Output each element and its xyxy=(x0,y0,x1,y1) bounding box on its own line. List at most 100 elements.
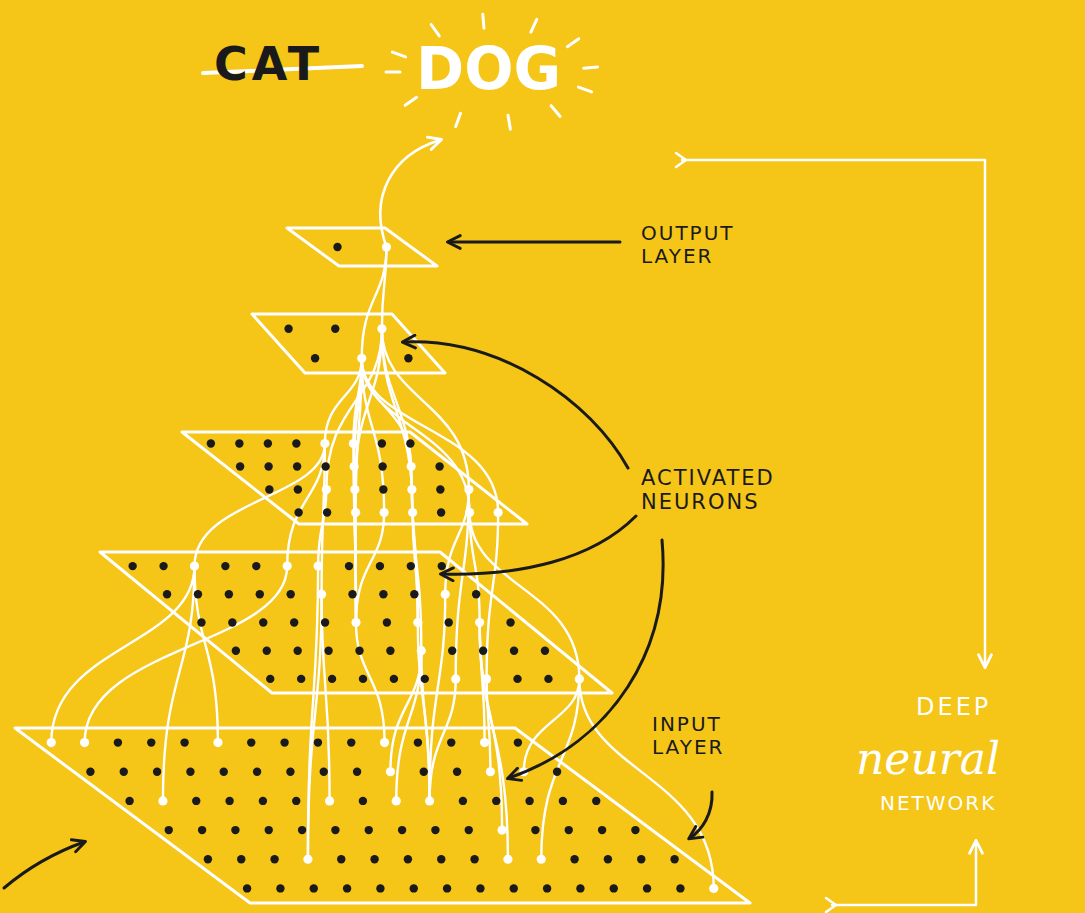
neuron xyxy=(198,826,206,834)
network-title: neural xyxy=(856,734,1000,785)
activation-path xyxy=(487,679,491,772)
neuron xyxy=(435,462,443,470)
sunburst xyxy=(386,14,598,129)
neuron xyxy=(221,562,229,570)
activated-neuron xyxy=(213,738,222,747)
activated-neuron xyxy=(380,738,389,747)
neuron xyxy=(376,884,384,892)
neuron xyxy=(390,675,398,683)
neuron xyxy=(543,884,551,892)
neuron xyxy=(472,590,480,598)
sun-ray xyxy=(392,52,405,57)
sun-ray xyxy=(567,39,578,47)
neuron xyxy=(266,675,274,683)
neuron xyxy=(292,797,300,805)
neuron xyxy=(637,855,645,863)
sun-ray xyxy=(584,67,598,68)
output-arrow xyxy=(380,140,440,247)
neuron xyxy=(598,826,606,834)
network-title: DEEP xyxy=(916,694,991,722)
activation-path xyxy=(194,444,324,567)
neuron xyxy=(259,618,267,626)
neuron xyxy=(447,738,455,746)
neuron xyxy=(407,562,415,570)
neuron xyxy=(343,884,351,892)
neuron xyxy=(576,884,584,892)
activated-neuron xyxy=(475,618,484,627)
neuron xyxy=(256,590,264,598)
sun-ray xyxy=(456,113,461,126)
neuron xyxy=(544,675,552,683)
neuron xyxy=(379,590,387,598)
neuron xyxy=(337,855,345,863)
callout-label: INPUT LAYER xyxy=(652,713,724,759)
sun-ray xyxy=(508,115,510,129)
activation-path xyxy=(356,513,384,623)
activation-path xyxy=(396,651,421,801)
layer-plane xyxy=(15,728,750,903)
neuron xyxy=(252,562,260,570)
leader-arrow xyxy=(509,540,663,778)
sun-ray xyxy=(431,24,439,35)
neuron xyxy=(604,855,612,863)
callout-label: ACTIVATED NEURONS xyxy=(641,466,775,514)
activated-neuron xyxy=(497,825,506,834)
neuron xyxy=(228,618,236,626)
neuron xyxy=(476,884,484,892)
neuron xyxy=(559,797,567,805)
neuron xyxy=(459,797,467,805)
neuron xyxy=(321,462,329,470)
neuron xyxy=(159,562,167,570)
neuron xyxy=(180,738,188,746)
activation-path xyxy=(480,623,502,831)
neuron xyxy=(294,485,302,493)
neuron xyxy=(259,797,267,805)
neuron xyxy=(510,884,518,892)
neuron xyxy=(294,508,302,516)
neuron xyxy=(348,590,356,598)
neuron xyxy=(514,738,522,746)
neuron xyxy=(207,439,215,447)
predicted-class: DOG xyxy=(416,36,561,103)
neuron xyxy=(264,439,272,447)
activated-neuron xyxy=(407,462,416,471)
sun-ray xyxy=(578,87,591,92)
activation-path xyxy=(362,358,470,512)
neuron xyxy=(347,738,355,746)
bracket-line xyxy=(832,842,976,905)
sun-ray xyxy=(531,19,537,32)
activated-neuron xyxy=(47,738,56,747)
neuron xyxy=(565,826,573,834)
activated-neuron xyxy=(441,590,450,599)
neuron xyxy=(414,738,422,746)
activation-path xyxy=(163,566,195,801)
activated-neuron xyxy=(349,439,358,448)
activation-paths xyxy=(51,247,714,888)
neuron xyxy=(286,768,294,776)
activated-neuron xyxy=(351,508,360,517)
leader-arrow xyxy=(449,241,620,244)
neuron xyxy=(631,826,639,834)
neuron xyxy=(324,647,332,655)
activated-neuron xyxy=(413,618,422,627)
neuron xyxy=(86,768,94,776)
neuron xyxy=(445,618,453,626)
neuron xyxy=(320,768,328,776)
activated-neuron xyxy=(283,562,292,571)
neuron xyxy=(531,826,539,834)
activated-neuron xyxy=(575,674,584,683)
neuron xyxy=(492,797,500,805)
neuron xyxy=(448,647,456,655)
activation-path xyxy=(308,594,322,859)
leader-arrow xyxy=(690,792,712,838)
activated-neuron xyxy=(537,855,546,864)
neuron xyxy=(370,855,378,863)
neuron xyxy=(353,768,361,776)
neuron xyxy=(379,485,387,493)
neuron xyxy=(270,855,278,863)
neuron xyxy=(513,675,521,683)
neuron xyxy=(293,647,301,655)
neuron xyxy=(670,855,678,863)
neuron xyxy=(237,855,245,863)
